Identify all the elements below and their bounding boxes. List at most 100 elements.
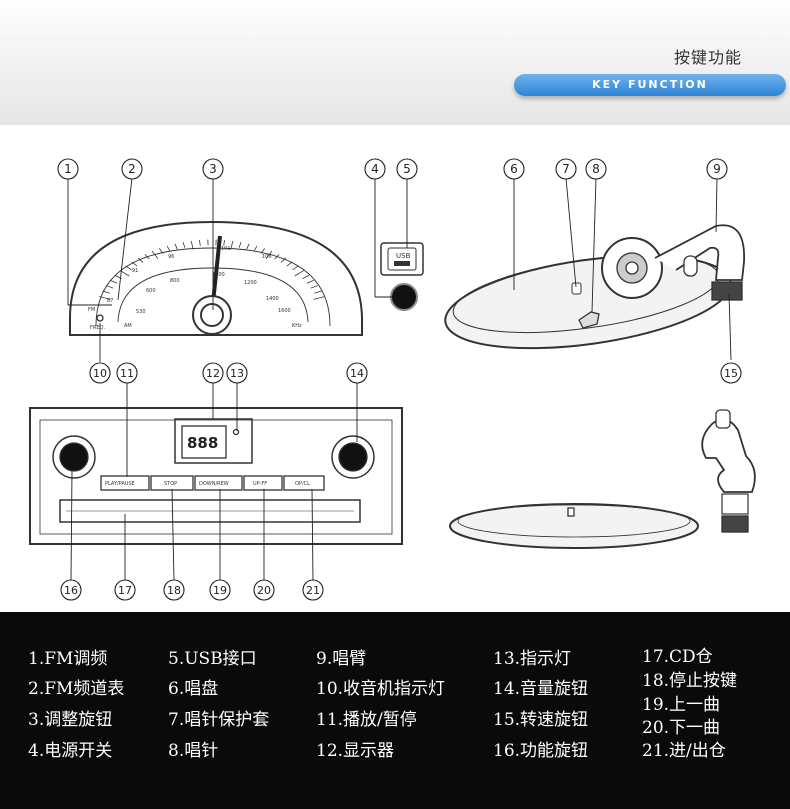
khz-label: KHz xyxy=(292,323,302,329)
legend-item: 11.播放/暂停 xyxy=(316,710,417,730)
callout-circle xyxy=(555,158,577,180)
callout-circle xyxy=(503,158,525,180)
callout-circle xyxy=(253,579,275,601)
callout-circle xyxy=(720,362,742,384)
callout-circle xyxy=(346,362,368,384)
dial-tick xyxy=(131,261,138,267)
callout-number: 1 xyxy=(64,162,72,176)
callout-circle xyxy=(226,362,248,384)
callout-number: 2 xyxy=(128,162,136,176)
fm-band-label: FM xyxy=(88,307,95,313)
dial-tick xyxy=(253,245,258,252)
legend-item: 15.转速旋钮 xyxy=(493,710,589,730)
fm-tick-label: 87 xyxy=(107,298,113,304)
dial-tick xyxy=(246,243,250,250)
dial-tick xyxy=(274,254,280,260)
tuning-knob[interactable] xyxy=(192,295,232,335)
am-tick-label: 800 xyxy=(170,278,180,284)
dial-tick xyxy=(137,257,144,263)
legend-item: 4.电源开关 xyxy=(28,741,113,761)
fm-tick-label: 106 xyxy=(262,254,272,260)
dial-tick xyxy=(313,296,325,300)
up-ff-button[interactable] xyxy=(243,475,283,491)
usb-label: USB xyxy=(396,252,411,260)
freq-label: FREQ. xyxy=(90,325,105,331)
callout-circle xyxy=(114,579,136,601)
callout-number: 14 xyxy=(350,367,364,380)
dial-tick xyxy=(166,245,171,252)
cd-slot[interactable] xyxy=(59,499,361,523)
dial-tick xyxy=(280,257,287,263)
dial-tick xyxy=(260,248,265,254)
dial-tick xyxy=(102,290,110,294)
fm-tick-label: 101 xyxy=(221,246,231,252)
callout-number: 8 xyxy=(592,162,600,176)
down-rew-button[interactable] xyxy=(194,475,243,491)
dial-tick xyxy=(199,240,201,246)
op-cl-button[interactable] xyxy=(283,475,325,491)
callout-number: 12 xyxy=(206,367,220,380)
dial-tick xyxy=(159,248,164,254)
legend-item: 16.功能旋钮 xyxy=(493,741,589,761)
am-tick-label: 600 xyxy=(146,288,156,294)
callout-number: 19 xyxy=(213,584,227,597)
am-tick-label: 1600 xyxy=(278,308,291,314)
play-pause-button[interactable] xyxy=(100,475,150,491)
indicator-light xyxy=(232,428,240,436)
turntable xyxy=(444,224,745,350)
section-subtitle-pill: KEY FUNCTION xyxy=(514,74,786,96)
stylus-guard xyxy=(571,282,582,295)
callout-circle xyxy=(60,579,82,601)
legend-item: 12.显示器 xyxy=(316,741,395,761)
header-banner: 按键功能 KEY FUNCTION xyxy=(0,0,790,125)
legend-item: 14.音量旋钮 xyxy=(493,679,589,699)
dial-tick xyxy=(265,250,273,259)
volume-knob[interactable] xyxy=(338,442,368,472)
callout-number: 7 xyxy=(562,162,570,176)
am-tick-label: 1000 xyxy=(212,272,225,278)
callout-circle xyxy=(585,158,607,180)
legend-item: 9.唱臂 xyxy=(316,649,367,669)
dial-tick xyxy=(151,250,159,259)
play-pause-label: PLAY/PAUSE xyxy=(105,481,135,487)
legend-item: 3.调整旋钮 xyxy=(28,710,113,730)
stop-label: STOP xyxy=(164,481,177,487)
callout-number: 6 xyxy=(510,162,518,176)
callout-number: 21 xyxy=(306,584,320,597)
callout-number: 3 xyxy=(209,162,217,176)
dial-tick xyxy=(310,285,319,289)
dial-tick xyxy=(99,296,111,300)
callout-circle xyxy=(209,579,231,601)
fm-tick-label: 91 xyxy=(132,268,138,274)
dial-tick xyxy=(292,265,299,271)
speed-knob[interactable] xyxy=(711,281,743,301)
am-tick-label: 530 xyxy=(136,309,146,315)
callout-circle xyxy=(706,158,728,180)
callout-number: 17 xyxy=(118,584,132,597)
cd-unit: 888 PLAY/PAUSE STOP DOWN/REW UP-FF OP/CL xyxy=(29,407,403,545)
dial-tick xyxy=(230,240,234,250)
legend-item: 10.收音机指示灯 xyxy=(316,679,446,699)
radio-dial xyxy=(69,220,363,336)
up-ff-label: UP-FF xyxy=(253,481,267,487)
callout-circle xyxy=(302,579,324,601)
turntable-side-view xyxy=(449,409,756,549)
dial-tick xyxy=(223,240,225,246)
power-switch[interactable] xyxy=(390,283,418,311)
legend-item: 20.下一曲 xyxy=(642,718,721,738)
callout-circle xyxy=(57,158,79,180)
usb-port[interactable] xyxy=(380,242,424,276)
am-band-label: AM xyxy=(124,323,132,329)
callout-circle xyxy=(121,158,143,180)
callout-circle xyxy=(116,362,138,384)
callout-number: 20 xyxy=(257,584,271,597)
dial-tick xyxy=(190,240,194,250)
display-frame xyxy=(174,418,253,464)
callout-circle xyxy=(202,362,224,384)
function-knob[interactable] xyxy=(59,442,89,472)
tonearm xyxy=(654,224,745,281)
radio-indicator-light xyxy=(96,314,104,322)
legend-item: 18.停止按键 xyxy=(642,671,738,691)
op-cl-label: OP/CL xyxy=(295,481,310,487)
callout-circle xyxy=(89,362,111,384)
